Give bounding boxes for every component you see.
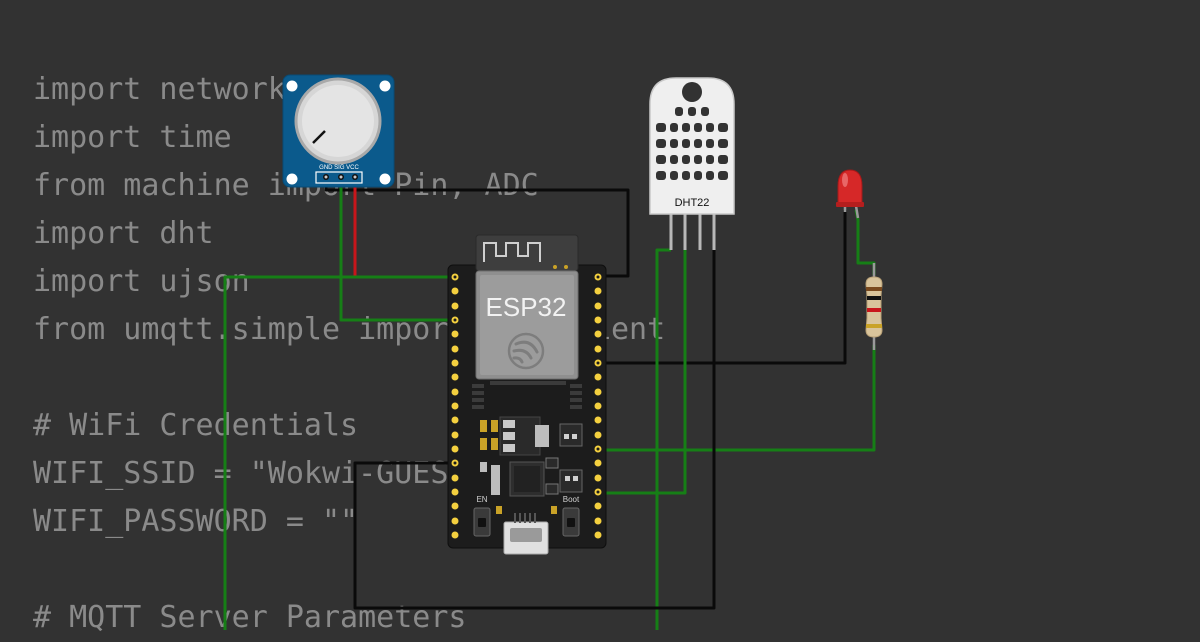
- wire-left-green[interactable]: [223, 275, 455, 630]
- wire-dht-data[interactable]: [598, 250, 687, 495]
- code-line: import network: [33, 72, 286, 107]
- wires: [223, 180, 876, 630]
- wire-dht-vcc[interactable]: [655, 248, 671, 630]
- wire-pot-vcc[interactable]: [353, 180, 455, 279]
- espressif-logo-icon: [507, 332, 545, 370]
- boot-button[interactable]: [562, 507, 580, 537]
- wire-led-resistor[interactable]: [854, 209, 876, 275]
- resistor[interactable]: [865, 263, 883, 350]
- code-line: # WiFi Credentials: [33, 408, 359, 443]
- en-button-label: EN: [476, 495, 487, 504]
- wire-led-gnd[interactable]: [598, 210, 847, 365]
- potentiometer-pin-labels: GND SIG VCC: [319, 165, 359, 171]
- code-line: WIFI_PASSWORD = "": [33, 504, 359, 539]
- knob-pointer: [312, 130, 326, 144]
- resistor-band: [867, 296, 881, 300]
- usb-port: [503, 513, 549, 555]
- potentiometer[interactable]: GND SIG VCC: [282, 74, 395, 188]
- code-line: import dht: [33, 216, 214, 251]
- en-button[interactable]: [473, 507, 491, 537]
- code-line: import time: [33, 120, 232, 155]
- boot-button-label: Boot: [563, 495, 580, 504]
- esp32-board[interactable]: ESP32: [447, 234, 607, 555]
- wire-resistor-gpio[interactable]: [598, 345, 876, 452]
- dht22-grill: [656, 107, 728, 180]
- esp32-left-pins[interactable]: [451, 273, 459, 539]
- esp32-label: ESP32: [486, 292, 567, 322]
- code-line: import ujson: [33, 264, 250, 299]
- esp32-right-pins[interactable]: [594, 273, 602, 539]
- resistor-band: [866, 287, 882, 291]
- dht22-sensor[interactable]: DHT22: [649, 77, 735, 250]
- wire-dht-gnd[interactable]: [353, 250, 716, 610]
- led-red[interactable]: [836, 169, 864, 219]
- dht22-label: DHT22: [675, 197, 710, 209]
- code-line: # MQTT Server Parameters: [33, 600, 467, 635]
- resistor-band: [867, 308, 881, 312]
- esp32-components: [480, 416, 583, 514]
- resistor-band: [866, 324, 882, 328]
- wire-pot-sig[interactable]: [339, 180, 455, 322]
